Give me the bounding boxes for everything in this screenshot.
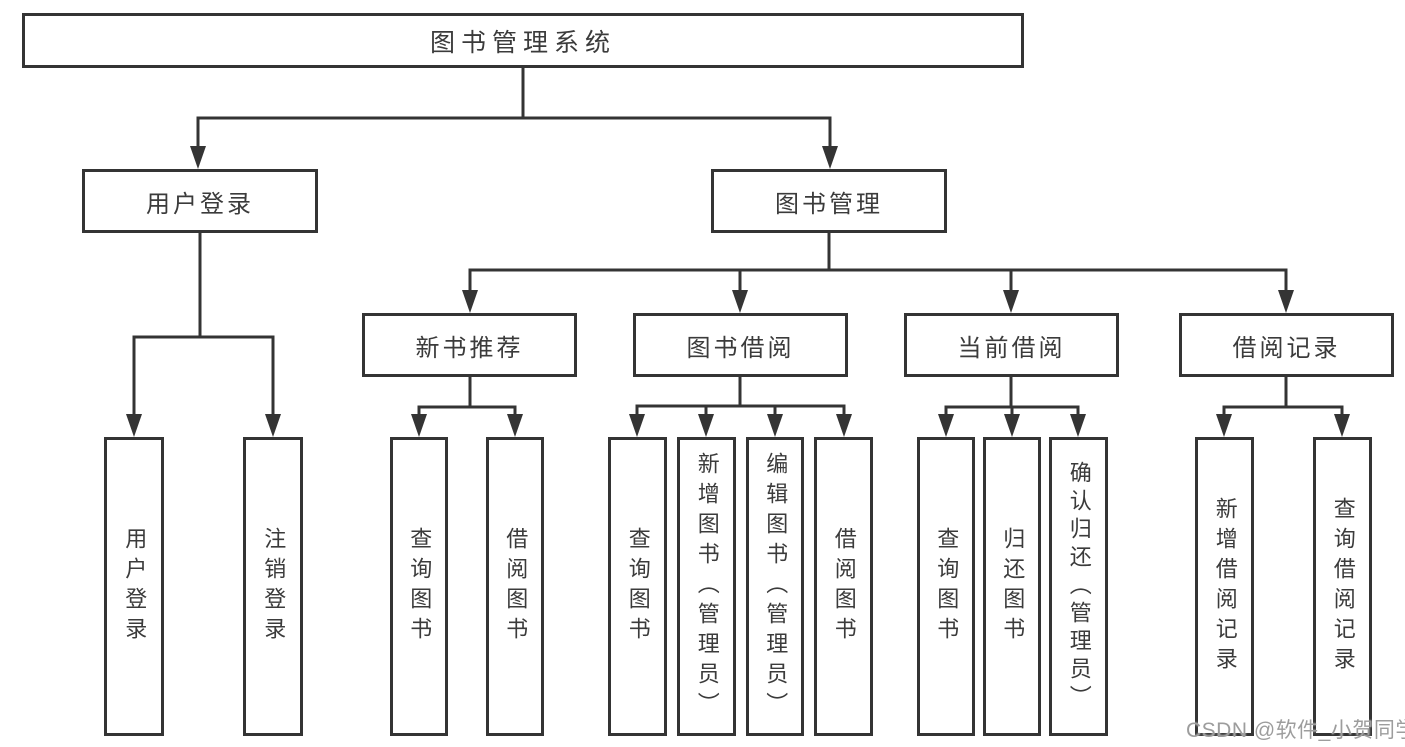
leaf-add-books-admin: 新增图书（管理员） [677,437,736,736]
node-label: 新书推荐 [415,334,524,362]
leaf-edit-books-admin: 编辑图书（管理员） [746,437,804,736]
node-label: 图书管理 [775,190,883,218]
leaf-search-borrow-record: 查询借阅记录 [1313,437,1372,736]
leaf-borrow-books: 借阅图书 [486,437,544,736]
node-user-login: 用户登录 [82,169,318,233]
leaf-user-login: 用户登录 [104,437,164,736]
leaf-confirm-return-admin: 确认归还（管理员） [1049,437,1108,736]
node-label: 当前借阅 [957,334,1066,362]
node-label: 确认归还（管理员） [1066,460,1092,713]
edge-current-borrowing-children [938,375,1086,437]
edge-borrowing-records-children [1216,375,1350,437]
node-borrowing-records: 借阅记录 [1179,313,1394,377]
node-label: 注销登录 [261,526,287,647]
node-current-borrowing: 当前借阅 [904,313,1119,377]
node-label: 借阅图书 [831,526,857,647]
leaf-logout: 注销登录 [243,437,303,736]
node-label: 查询图书 [407,526,433,647]
node-book-borrowing: 图书借阅 [633,313,848,377]
leaf-search-books: 查询图书 [917,437,975,736]
edge-user-login-children [126,231,281,437]
edge-root-to-level2 [190,66,838,169]
node-label: 用户登录 [122,526,148,647]
leaf-borrow-books: 借阅图书 [814,437,873,736]
node-label: 查询借阅记录 [1330,496,1356,677]
node-label: 图书借阅 [686,334,795,362]
node-label: 归还图书 [1000,526,1026,647]
node-label: 借阅记录 [1232,334,1341,362]
node-label: 查询图书 [625,526,651,647]
leaf-search-books: 查询图书 [390,437,448,736]
node-label: 新增图书（管理员） [694,451,720,722]
edge-book-borrowing-children [629,375,852,437]
node-label: 新增借阅记录 [1212,496,1238,677]
node-root-library-system: 图书管理系统 [22,13,1024,68]
node-new-book-recommend: 新书推荐 [362,313,577,377]
node-label: 借阅图书 [503,526,529,647]
leaf-search-books: 查询图书 [608,437,667,736]
leaf-add-borrow-record: 新增借阅记录 [1195,437,1254,736]
node-book-management: 图书管理 [711,169,947,233]
csdn-watermark: CSDN @软件_小贺同学 [1186,719,1405,742]
leaf-return-books: 归还图书 [983,437,1041,736]
node-label: 用户登录 [146,190,254,218]
edge-new-book-recommend-children [411,375,523,437]
node-label: 图书管理系统 [429,28,616,57]
edge-book-management-to-level3 [462,231,1294,313]
node-label: 查询图书 [934,526,960,647]
node-label: 编辑图书（管理员） [763,451,789,722]
